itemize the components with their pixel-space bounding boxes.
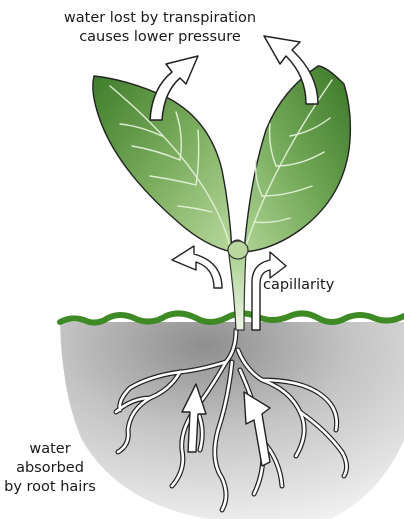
root-label-line3: by root hairs xyxy=(0,478,100,497)
capillarity-label: capillarity xyxy=(263,276,334,295)
capillarity-label-text: capillarity xyxy=(263,276,334,295)
right-leaf xyxy=(244,66,350,252)
transpiration-label: water lost by transpiration causes lower… xyxy=(0,9,320,47)
root-label-line2: absorbed xyxy=(0,459,100,478)
transpiration-label-line2: causes lower pressure xyxy=(0,28,320,47)
bud xyxy=(228,241,248,259)
root-absorption-label: water absorbed by root hairs xyxy=(0,440,100,497)
transpiration-label-line1: water lost by transpiration xyxy=(0,9,320,28)
root-label-line1: water xyxy=(0,440,100,459)
ground-line xyxy=(60,313,404,322)
left-capillarity-arrow xyxy=(172,246,222,288)
